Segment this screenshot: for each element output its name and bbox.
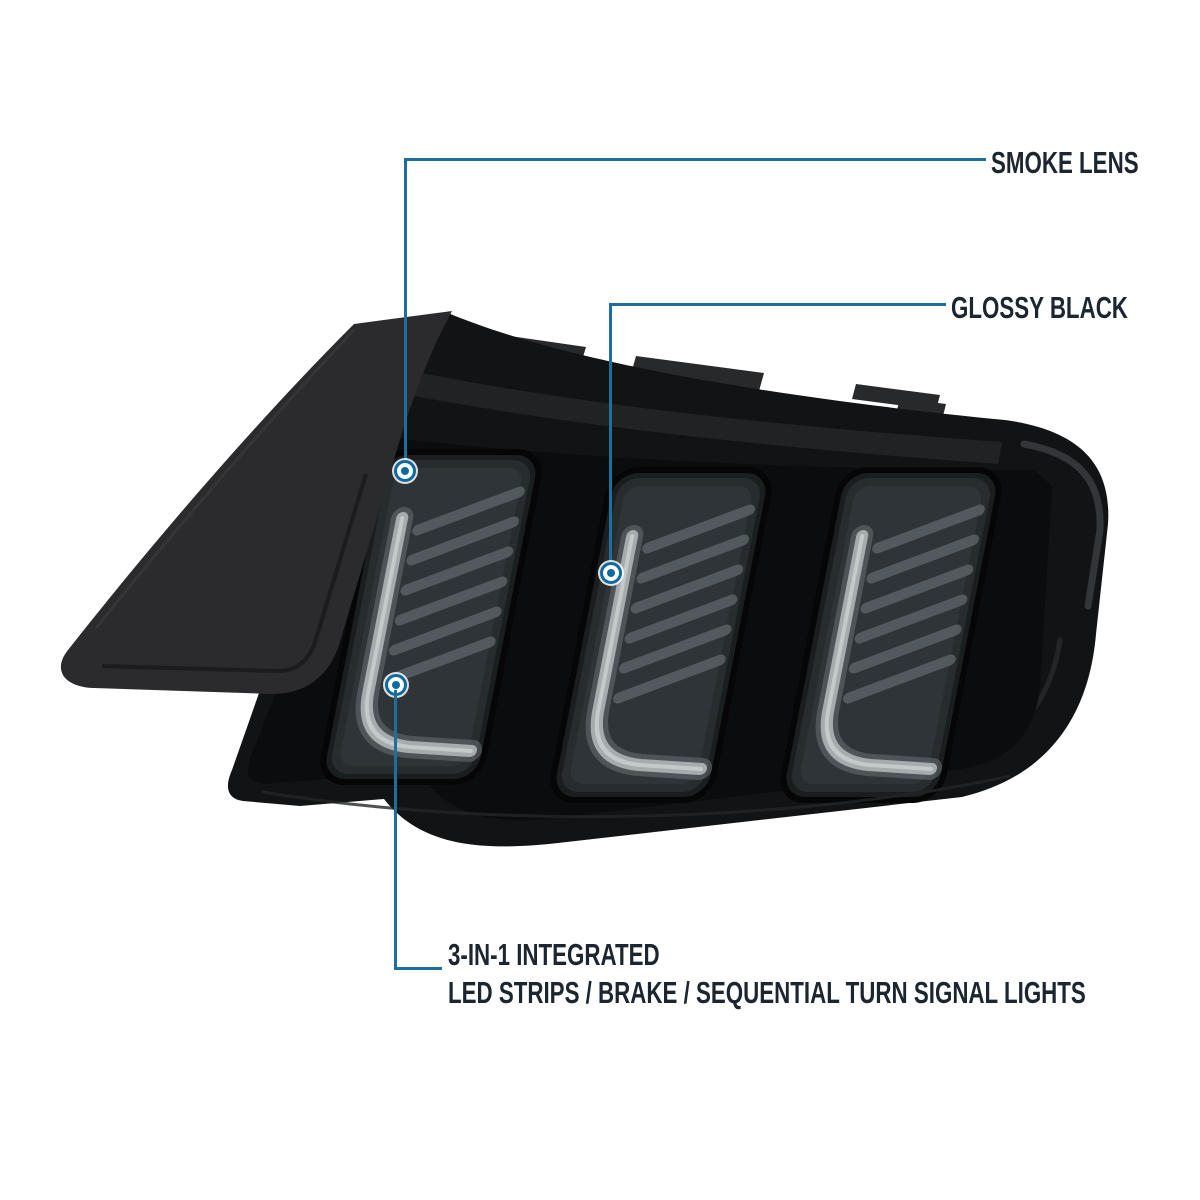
integrated-leds-callout-line-vertical xyxy=(394,690,397,970)
mounting-fin xyxy=(60,311,452,694)
integrated-leds-callout-line-horizontal xyxy=(394,967,442,970)
smoke-lens-callout-line-horizontal xyxy=(404,158,986,161)
smoke-lens-marker-icon xyxy=(394,460,416,482)
marker-dot-icon xyxy=(392,681,400,689)
smoke-lens-label: SMOKE LENS xyxy=(991,145,1139,180)
integrated-leds-marker-icon xyxy=(385,674,407,696)
glossy-black-label: GLOSSY BLACK xyxy=(951,290,1128,325)
glossy-black-marker-icon xyxy=(600,562,622,584)
smoke-lens-callout-line-vertical xyxy=(404,158,407,472)
marker-dot-icon xyxy=(607,569,615,577)
integrated-leds-label-line1: 3-IN-1 INTEGRATED xyxy=(448,937,660,972)
glossy-black-callout-line-vertical xyxy=(609,303,612,574)
integrated-leds-label-line2: LED STRIPS / BRAKE / SEQUENTIAL TURN SIG… xyxy=(448,975,1086,1010)
marker-dot-icon xyxy=(401,467,409,475)
glossy-black-callout-line-horizontal xyxy=(609,303,946,306)
